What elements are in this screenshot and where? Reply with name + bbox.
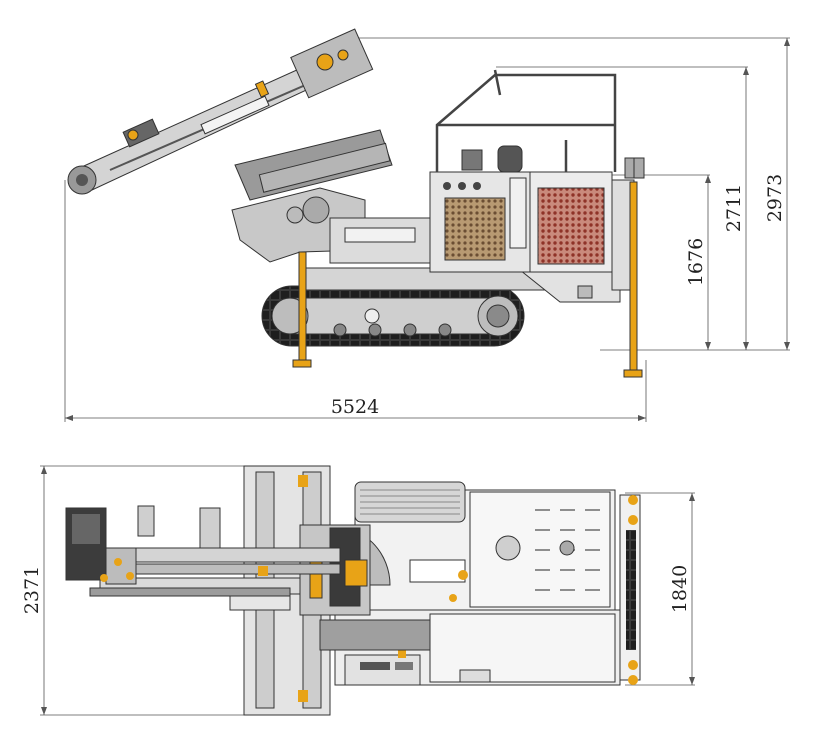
side-feed-mid-accent (254, 80, 270, 98)
side-filter (497, 145, 523, 173)
dim-body-height-label: 1676 (685, 238, 707, 286)
side-rock-drill (122, 28, 374, 148)
side-front-jack (292, 251, 312, 368)
dim-overall-length-label: 5524 (331, 396, 379, 418)
top-feed-beam (89, 547, 341, 611)
side-chassis (299, 267, 621, 303)
dim-overall-width-label: 2371 (21, 566, 43, 614)
dim-overall-height-label: 2973 (764, 174, 786, 222)
side-grille-brown (444, 197, 506, 261)
dim-track-width: 1840 (669, 493, 695, 685)
dim-track-width-label: 1840 (669, 565, 691, 613)
dim-cab-height-label: 2711 (723, 184, 745, 232)
top-rear-track-chain (619, 494, 641, 685)
top-view: 2371 1840 (21, 465, 695, 716)
side-rear-jack (623, 181, 643, 378)
side-roll-cage (435, 69, 617, 172)
side-boom-base (231, 187, 431, 264)
side-rotation-cylinder (234, 129, 393, 201)
dim-overall-width: 2371 (21, 466, 47, 715)
dim-overall-length: 5524 (65, 396, 646, 421)
side-view: 5524 2973 2711 1676 (64, 28, 790, 422)
top-fuel-cap (495, 535, 521, 561)
side-radiator (537, 187, 605, 265)
side-power-pack (429, 171, 635, 291)
side-hydraulic-tank (461, 149, 483, 171)
dim-body-height: 1676 (685, 175, 711, 350)
side-feed-beam (67, 54, 346, 195)
dim-overall-height: 2973 (764, 38, 790, 350)
top-hose-reel (354, 481, 466, 523)
top-rock-drill (65, 505, 221, 585)
dim-cab-height: 2711 (723, 67, 749, 350)
